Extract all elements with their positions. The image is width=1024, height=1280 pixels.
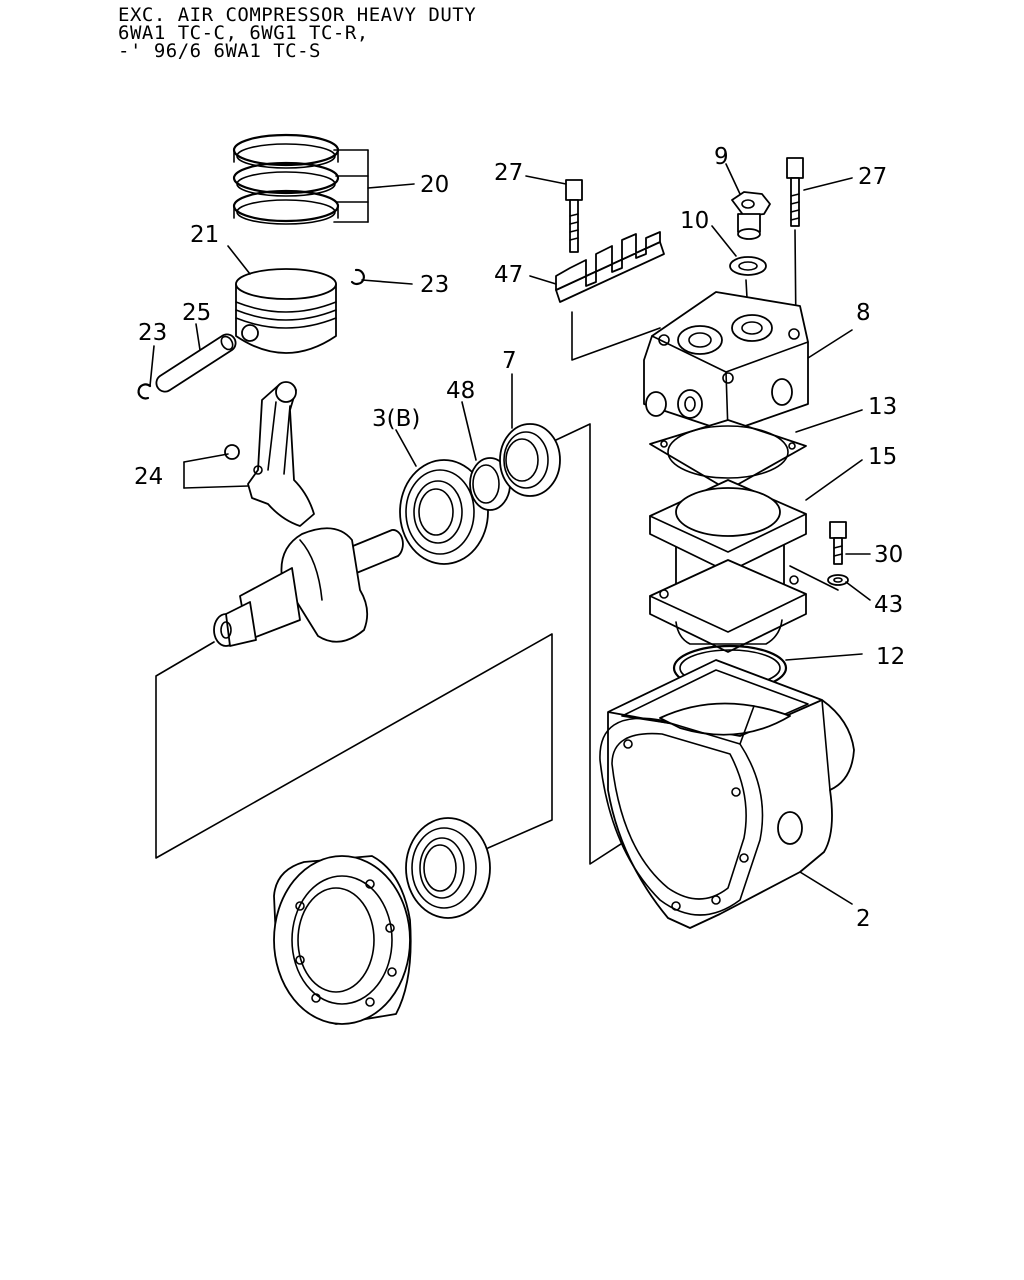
callout-8: 8 <box>856 300 871 326</box>
circlip-right[interactable] <box>350 268 365 285</box>
callout-2: 2 <box>856 906 871 932</box>
callout-leaders <box>149 149 871 905</box>
piston-rings[interactable] <box>232 133 340 225</box>
callout-30: 30 <box>874 542 903 568</box>
piston[interactable] <box>235 268 337 354</box>
callout-7: 7 <box>502 348 517 374</box>
callout-15: 15 <box>868 444 897 470</box>
callout-47: 47 <box>494 262 523 288</box>
callout-13: 13 <box>868 394 897 420</box>
rear-bearing[interactable] <box>405 817 491 919</box>
connecting-rod[interactable] <box>224 381 315 527</box>
callout-27-right: 27 <box>858 164 887 190</box>
callout-23-right: 23 <box>420 272 449 298</box>
bolt-left[interactable] <box>565 179 583 253</box>
callout-21: 21 <box>190 222 219 248</box>
bolt-small-leader <box>789 565 839 591</box>
callout-27-left: 27 <box>494 160 523 186</box>
main-bearing[interactable] <box>399 459 489 565</box>
callout-48: 48 <box>446 378 475 404</box>
bolt-small[interactable] <box>829 521 847 565</box>
callout-12: 12 <box>876 644 905 670</box>
callout-43: 43 <box>874 592 903 618</box>
title-line-3: -' 96/6 6WA1 TC-S <box>118 40 321 62</box>
callout-9: 9 <box>714 144 729 170</box>
oil-seal[interactable] <box>499 423 561 497</box>
crankshaft[interactable] <box>213 527 404 647</box>
head-gasket[interactable] <box>649 419 807 491</box>
cylinder-head[interactable] <box>643 291 809 433</box>
sealing-washer[interactable] <box>729 256 767 276</box>
cylinder-block[interactable] <box>649 479 807 653</box>
piston-pin[interactable] <box>155 333 237 393</box>
bolt-right[interactable] <box>786 157 804 227</box>
title-line-1: EXC. AIR COMPRESSOR HEAVY DUTY <box>118 4 477 26</box>
callout-23-left: 23 <box>138 320 167 346</box>
callout-24: 24 <box>134 464 163 490</box>
callout-20: 20 <box>420 172 449 198</box>
callout-25: 25 <box>182 300 211 326</box>
callout-3b: 3(B) <box>372 406 420 432</box>
circlip-left[interactable] <box>137 383 152 400</box>
callout-10: 10 <box>680 208 709 234</box>
bearing-cover-flange[interactable] <box>273 855 412 1025</box>
title-line-2: 6WA1 TC-C, 6WG1 TC-R, <box>118 22 369 44</box>
spring-washer[interactable] <box>827 574 849 586</box>
fitting-plug[interactable] <box>731 191 771 240</box>
clamp-plate[interactable] <box>555 231 665 303</box>
diagram-title: EXC. AIR COMPRESSOR HEAVY DUTY 6WA1 TC-C… <box>118 4 477 62</box>
crankcase[interactable] <box>599 659 855 929</box>
